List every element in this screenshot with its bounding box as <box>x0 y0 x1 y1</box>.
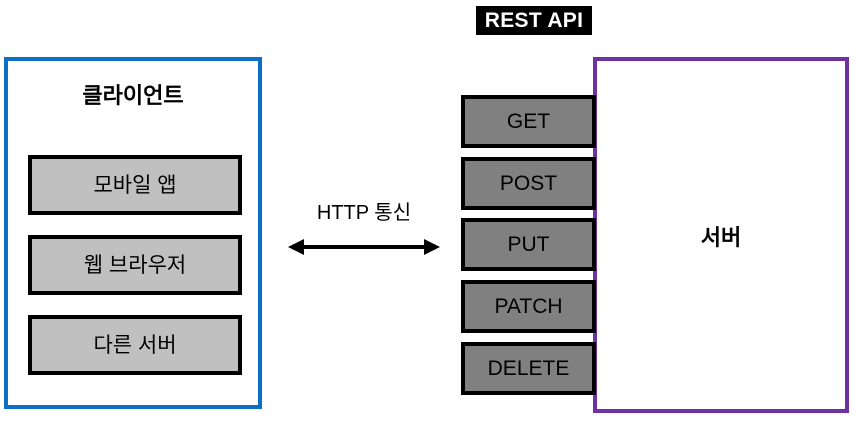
http-method-delete: DELETE <box>461 342 596 395</box>
http-method-post: POST <box>461 157 596 210</box>
client-item-mobile-app: 모바일 앱 <box>28 155 242 215</box>
http-method-patch: PATCH <box>461 280 596 333</box>
rest-api-title-banner: REST API <box>476 6 592 35</box>
server-container: 서버 <box>593 57 849 413</box>
server-title: 서버 <box>700 225 742 250</box>
http-method-get: GET <box>461 95 596 148</box>
http-method-put: PUT <box>461 218 596 271</box>
double-headed-arrow-icon <box>288 234 440 260</box>
client-item-web-browser: 웹 브라우저 <box>28 235 242 295</box>
client-container: 클라이언트 모바일 앱 웹 브라우저 다른 서버 <box>4 57 262 409</box>
http-communication-label: HTTP 통신 <box>316 202 412 224</box>
client-item-other-server: 다른 서버 <box>28 315 242 375</box>
client-title: 클라이언트 <box>82 83 184 108</box>
